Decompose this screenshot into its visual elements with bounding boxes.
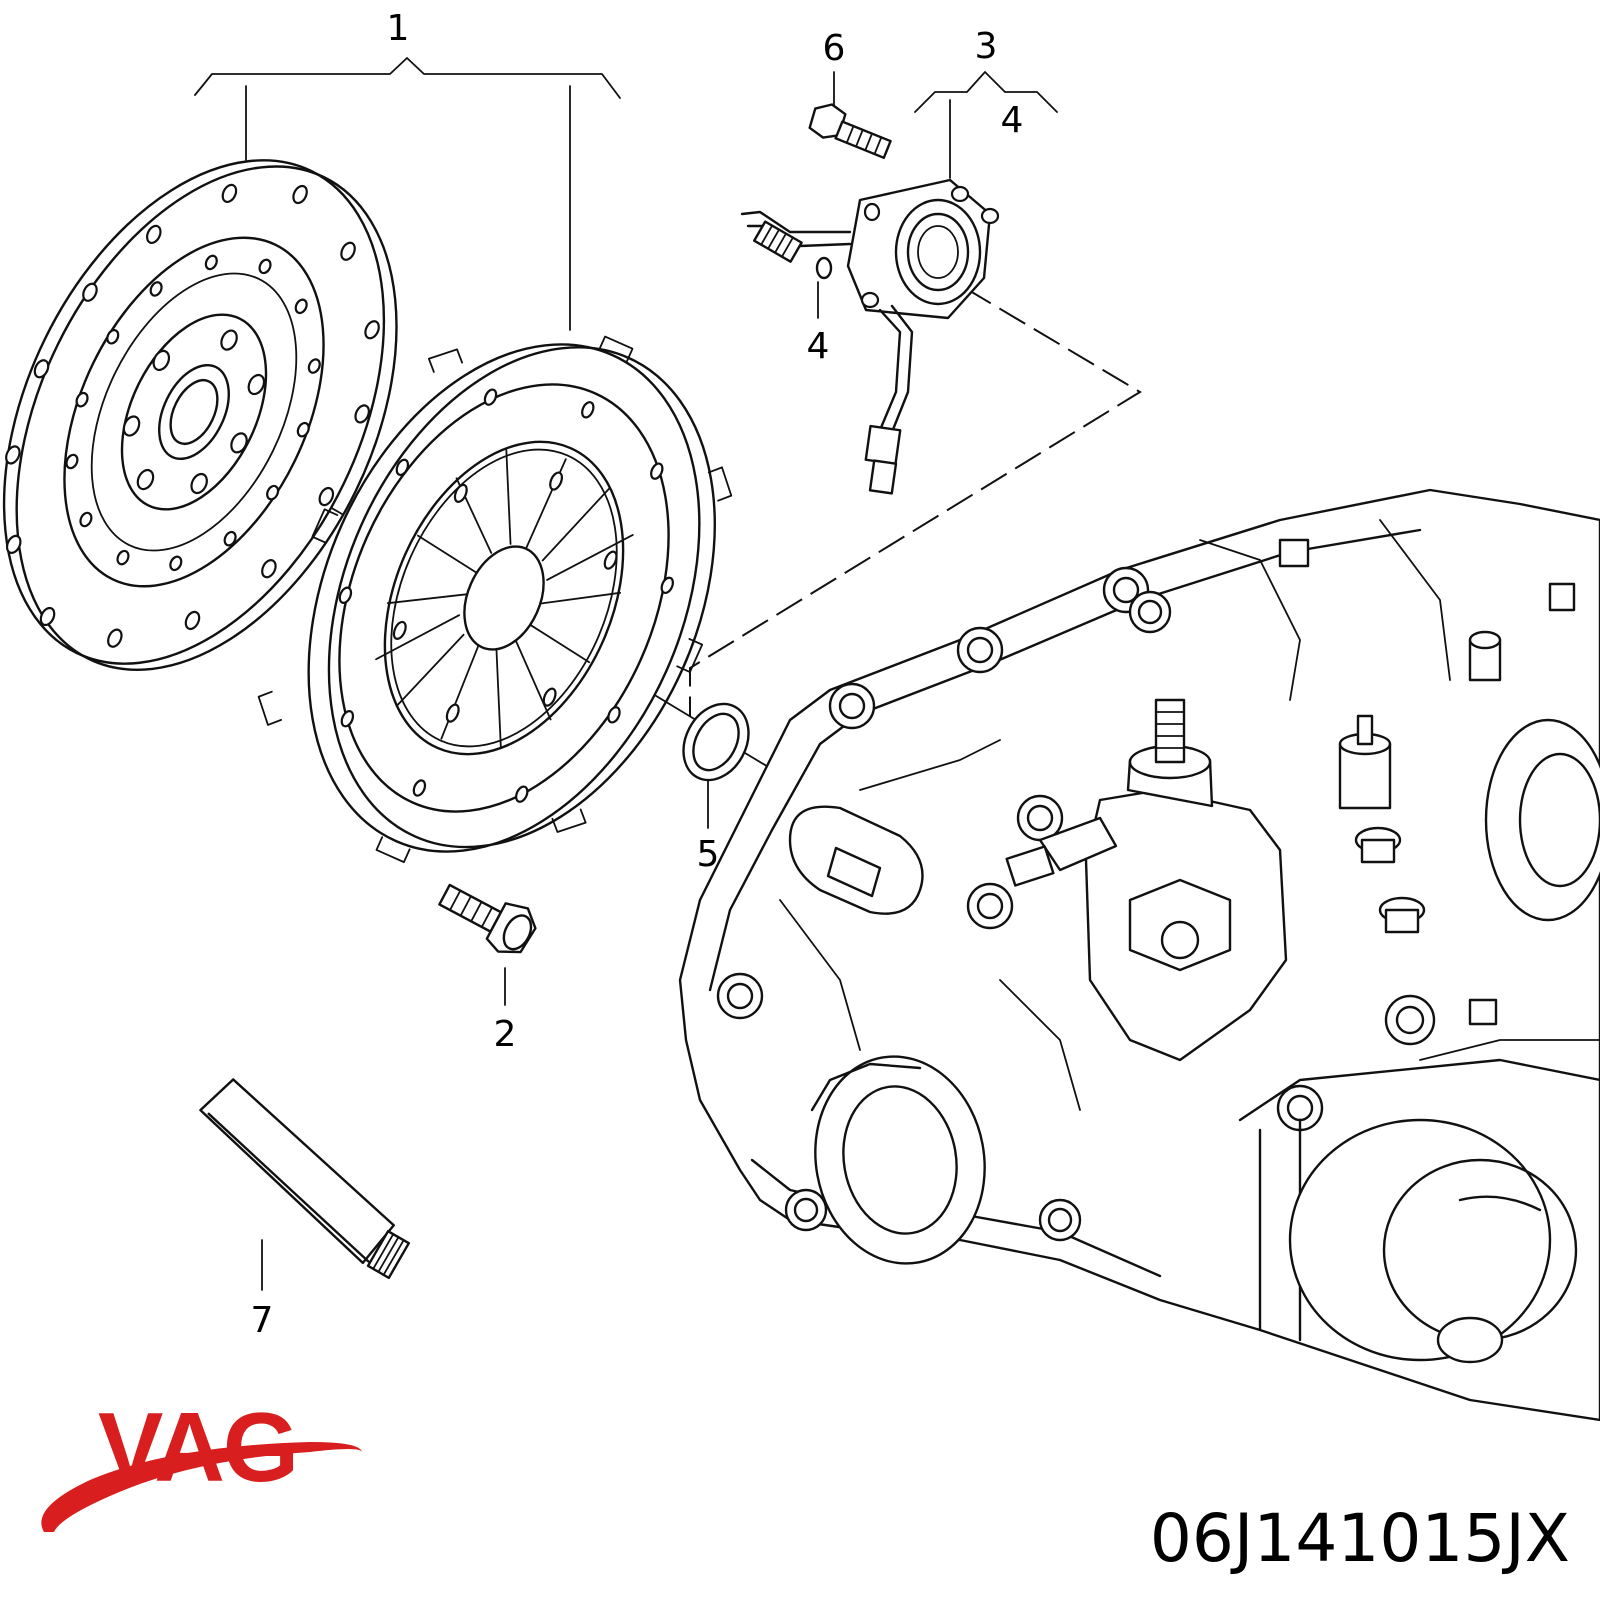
grease-tube-7 <box>199 1078 411 1280</box>
bolt-2 <box>438 883 537 954</box>
brand-swoosh-logo <box>41 1442 362 1532</box>
callout-1: 1 <box>387 8 410 49</box>
callout-2: 2 <box>494 1014 517 1055</box>
callout-7: 7 <box>251 1300 274 1341</box>
callout-5: 5 <box>697 834 720 875</box>
callout-labels: 1 2 3 4 4 5 6 7 <box>251 8 1024 1341</box>
clutch-disc <box>2 159 398 671</box>
gearbox-housing <box>678 488 1600 1422</box>
pressure-plate <box>257 335 733 864</box>
brand-name: VAG <box>98 1392 299 1502</box>
callout-3: 3 <box>975 26 998 67</box>
release-bearing <box>740 178 1000 495</box>
callout-4-upper: 4 <box>1001 100 1024 141</box>
o-ring-5 <box>682 702 750 782</box>
part-number: 06J141015JX <box>1149 1500 1570 1577</box>
bolt-6 <box>808 103 892 159</box>
callout-4-lower: 4 <box>807 326 830 367</box>
callout-6: 6 <box>823 28 846 69</box>
callout-leaders <box>194 57 1058 1291</box>
